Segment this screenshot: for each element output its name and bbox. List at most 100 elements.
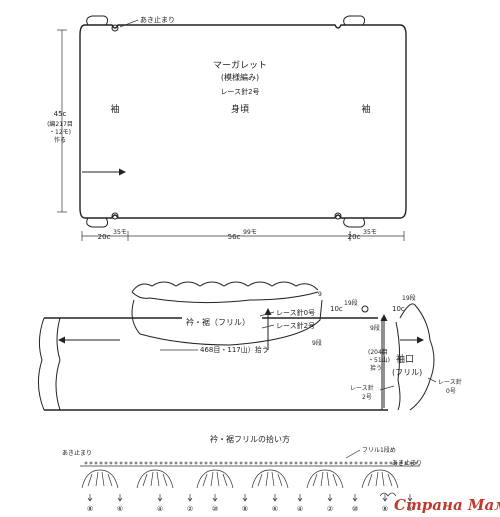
garment-title: マーガレット [213,60,267,71]
stitch-mark [269,461,273,465]
cuff-pick-3: 拾う [370,364,382,372]
pickup-mark: ④ [157,505,163,513]
stitch-mark [369,461,373,465]
stitch-mark [249,461,253,465]
pickup-mark: ⑤ [407,505,413,513]
needle2-label: レース針2号 [276,321,315,330]
collar-frill-band [131,299,323,346]
dim-left-mod: 35モ [113,229,127,236]
opening-label: あき止まり [140,15,175,24]
stitch-mark [209,461,213,465]
opening-mark-bottom-left [111,212,119,220]
right-19: 19段 [402,294,416,302]
stitch-mark [89,461,93,465]
right-10c: 10c [392,305,405,313]
stitch-mark [349,461,353,465]
stitch-mark [159,461,163,465]
cuff-needle2: レース針 [350,384,374,392]
scallop-motif [361,469,399,489]
left-sleeve-label: 袖 [110,103,119,115]
opening-mark-bottom-right [334,212,342,220]
pattern-label: (模様編み) [221,72,259,82]
pickup-arrow-icon [382,494,388,502]
stitch-mark [404,461,408,465]
stitch-mark [154,461,158,465]
pickup-mark: ⑧ [87,505,93,513]
opening-mark-top [111,24,119,32]
left-cuff-inner [55,317,61,411]
stitch-mark [144,461,148,465]
stitch-mark [324,461,328,465]
opening-mark-middle [361,305,369,313]
scallop-row [81,469,399,489]
left-cuff-edge [38,317,45,411]
pickup-title: 衿・裾フリルの拾い方 [210,434,290,444]
pickup-mark: ④ [297,505,303,513]
scallop-motif [136,469,174,489]
stitch-mark [264,461,268,465]
stitch-mark [119,461,123,465]
stitch-mark [214,461,218,465]
stitch-mark [389,461,393,465]
dim-right-mod: 35モ [363,229,377,236]
pickup-arrow-icon [327,494,333,502]
right-arrow-icon [417,336,424,344]
stitch-mark [284,461,288,465]
needle0-label: レース針0号 [276,308,315,317]
pickup-arrow-icon [212,494,218,502]
pickup-mark: ⑥ [117,505,123,513]
top-schematic: あき止まり マーガレット (模様編み) レース針2号 袖 身頃 袖 45c (編… [47,15,407,241]
row-10c: 10c [330,305,343,313]
stitch-mark [334,461,338,465]
tie-top-left [86,15,109,26]
dim-left: 20c [98,233,111,241]
dim-center-mod: 99モ [243,229,257,236]
stitch-mark [194,461,198,465]
scallop-motif [196,469,234,489]
stitch-mark [299,461,303,465]
stitch-mark [164,461,168,465]
pickup-arrow-icon [187,494,193,502]
stitch-mark [134,461,138,465]
pickup-arrow-icon [117,494,123,502]
pickup-mark: ⑥ [272,505,278,513]
collar-frill-wave [131,281,319,293]
stitch-mark [384,461,388,465]
height-detail: (編217目 [47,120,73,128]
right-sleeve-label: 袖 [361,103,370,115]
collar-label: 衿・裾（フリル） [186,317,250,327]
sleeve-body-tube [44,317,388,411]
row-19: 19段 [344,299,358,307]
cuff-needle0: レース針 [438,378,462,386]
stitch-mark [274,461,278,465]
right-9: 9段 [370,324,380,332]
cuff-arrow-icon [380,314,388,321]
opening-leader [119,19,139,28]
stitch-mark [289,461,293,465]
stitch-mark [304,461,308,465]
stitch-mark [109,461,113,465]
stitch-mark [254,461,258,465]
right-cuff-band [395,321,401,411]
stitch-mark [244,461,248,465]
middle-schematic: 衿・裾（フリル） レース針0号 レース針2号 468目・117山）拾う 9 10… [38,281,462,411]
height-label: 45c [54,110,67,118]
collar-frill-inner [131,291,319,304]
tie-bottom-right [343,217,366,228]
stitch-mark [234,461,238,465]
stitch-mark [129,461,133,465]
pickup-arrow-icon [242,494,248,502]
stitch-mark [399,461,403,465]
needle-label: レース針2号 [220,87,259,96]
pickup-mark: ② [187,505,193,513]
cuff-pick: (204目 [368,349,388,356]
row-9: 9 [318,291,322,298]
scallop-motif [251,469,289,489]
stitch-mark [174,461,178,465]
scallop-motif [306,469,344,489]
height-detail-2: ・12モ) [49,129,71,136]
pickup-mark: ⑧ [382,505,388,513]
stitch-mark [314,461,318,465]
garment-outline [79,24,407,219]
